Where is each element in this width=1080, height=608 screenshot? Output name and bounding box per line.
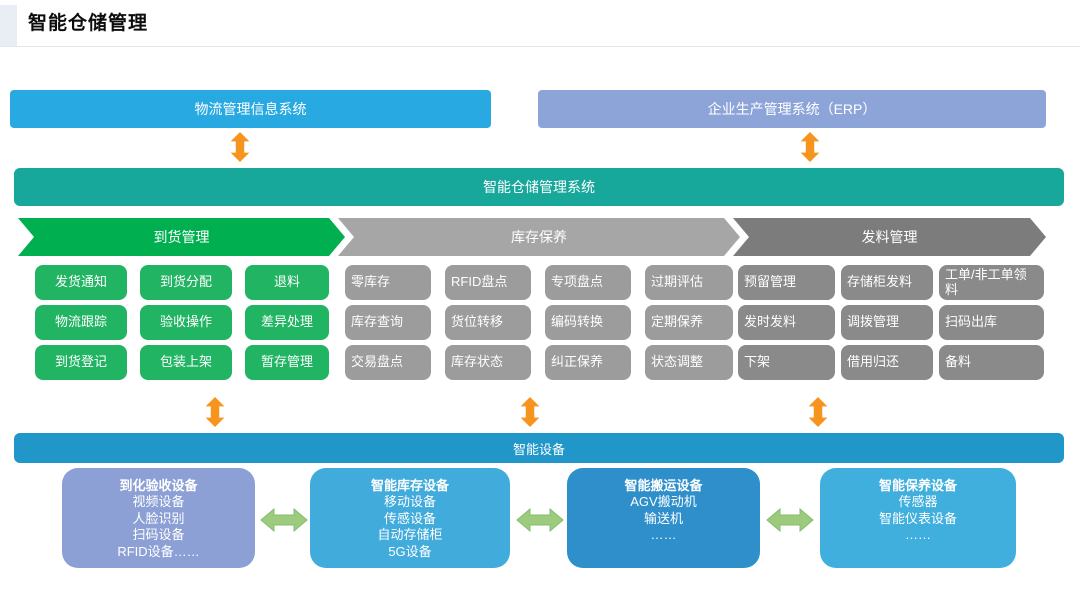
device-item: 智能仪表设备	[878, 510, 957, 526]
device-box-receiving: 到化验收设备 视频设备 人脸识别 扫码设备 RFID设备……	[62, 468, 255, 568]
diagram-node: 交易盘点	[345, 345, 431, 380]
section-header-arrival: 到货管理	[18, 218, 345, 256]
diagram-node: 状态调整	[645, 345, 733, 380]
erp-system-bar: 企业生产管理系统（ERP）	[538, 90, 1046, 128]
section-header-issue-label: 发料管理	[861, 229, 918, 245]
double-arrow-vertical-icon	[800, 132, 820, 162]
device-box-title: 智能库存设备	[370, 478, 449, 493]
diagram-node: 暂存管理	[245, 345, 329, 380]
wms-system-label: 智能仓储管理系统	[483, 179, 595, 195]
device-item: RFID设备……	[117, 543, 200, 559]
diagram-node: 验收操作	[140, 305, 232, 340]
double-arrow-vertical-icon	[808, 397, 828, 427]
erp-system-label: 企业生产管理系统（ERP）	[707, 101, 877, 117]
diagram-node: 货位转移	[445, 305, 531, 340]
device-item: AGV搬动机	[630, 494, 697, 509]
diagram-node: 零库存	[345, 265, 431, 300]
device-item: 5G设备	[388, 543, 432, 559]
device-item: ……	[905, 527, 931, 542]
diagram-node: 工单/非工单领料	[939, 265, 1044, 300]
double-arrow-horizontal-icon	[260, 507, 308, 533]
maintain-button-grid: 零库存 RFID盘点 专项盘点 过期评估 库存查询 货位转移 编码转换 定期保养…	[345, 265, 733, 380]
device-item: 自动存储柜	[377, 527, 443, 542]
diagram-node: 扫码出库	[939, 305, 1044, 340]
device-item: ……	[650, 527, 677, 542]
diagram-node: 专项盘点	[545, 265, 631, 300]
double-arrow-vertical-icon	[205, 397, 225, 427]
device-item: 输送机	[643, 510, 683, 526]
double-arrow-vertical-icon	[230, 132, 250, 162]
page-margin-strip	[0, 5, 17, 46]
device-item: 移动设备	[383, 494, 436, 509]
arrival-button-grid: 发货通知 到货分配 退料 物流跟踪 验收操作 差异处理 到货登记 包装上架 暂存…	[35, 265, 329, 380]
device-item: 传感设备	[383, 510, 436, 526]
double-arrow-vertical-icon	[520, 397, 540, 427]
diagram-node: 下架	[738, 345, 835, 380]
diagram-node: 纠正保养	[545, 345, 631, 380]
smart-device-bar: 智能设备	[14, 433, 1064, 463]
device-item: 视频设备	[132, 494, 185, 509]
device-box-inventory: 智能库存设备 移动设备 传感设备 自动存储柜 5G设备	[310, 468, 510, 568]
section-header-issue: 发料管理	[733, 218, 1046, 256]
device-box-title: 智能保养设备	[878, 478, 957, 493]
logistics-system-label: 物流管理信息系统	[194, 101, 307, 117]
diagram-node: 到货登记	[35, 345, 127, 380]
device-box-title: 到化验收设备	[119, 478, 198, 493]
diagram-node: 到货分配	[140, 265, 232, 300]
title-divider	[0, 46, 1080, 47]
device-item: 扫码设备	[132, 527, 185, 542]
logistics-system-bar: 物流管理信息系统	[10, 90, 491, 128]
diagram-node: 存储柜发料	[841, 265, 933, 300]
diagram-node: RFID盘点	[445, 265, 531, 300]
section-header-maintain: 库存保养	[338, 218, 740, 256]
diagram-node: 借用归还	[841, 345, 933, 380]
diagram-node: 差异处理	[245, 305, 329, 340]
device-box-title: 智能搬运设备	[624, 478, 703, 493]
diagram-node: 库存查询	[345, 305, 431, 340]
diagram-node: 物流跟踪	[35, 305, 127, 340]
diagram-node: 库存状态	[445, 345, 531, 380]
device-box-handling: 智能搬运设备 AGV搬动机 输送机 ……	[567, 468, 760, 568]
section-header-arrival-label: 到货管理	[153, 229, 210, 245]
double-arrow-horizontal-icon	[766, 507, 814, 533]
diagram-node: 预留管理	[738, 265, 835, 300]
diagram-node: 编码转换	[545, 305, 631, 340]
wms-system-bar: 智能仓储管理系统	[14, 168, 1064, 206]
device-box-maintenance: 智能保养设备 传感器 智能仪表设备 ……	[820, 468, 1016, 568]
diagram-node: 调拨管理	[841, 305, 933, 340]
page-title: 智能仓储管理	[28, 13, 149, 34]
section-header-maintain-label: 库存保养	[511, 229, 567, 245]
device-item: 传感器	[898, 494, 938, 509]
issue-button-grid: 预留管理 存储柜发料 工单/非工单领料 发时发料 调拨管理 扫码出库 下架 借用…	[738, 265, 1044, 380]
diagram-node: 包装上架	[140, 345, 232, 380]
device-item: 人脸识别	[132, 510, 185, 526]
diagram-node: 退料	[245, 265, 329, 300]
double-arrow-horizontal-icon	[516, 507, 564, 533]
diagram-node: 发时发料	[738, 305, 835, 340]
diagram-node: 发货通知	[35, 265, 127, 300]
diagram-node: 备料	[939, 345, 1044, 380]
smart-device-label: 智能设备	[512, 441, 565, 457]
diagram-node: 定期保养	[645, 305, 733, 340]
diagram-node: 过期评估	[645, 265, 733, 300]
